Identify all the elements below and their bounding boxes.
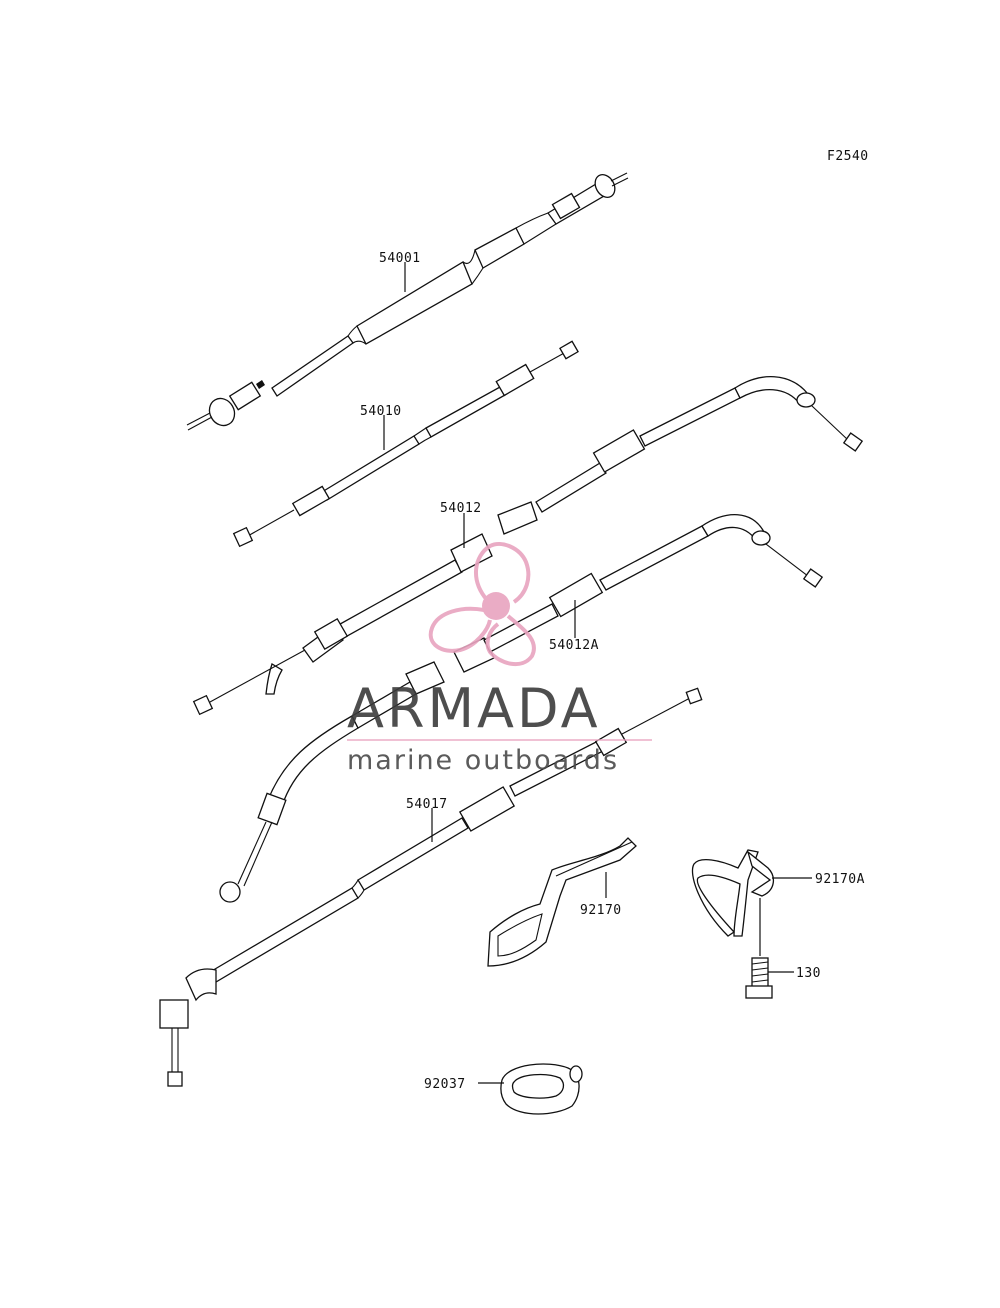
cable-54001 [186,172,629,431]
label-54012: 54012 [440,501,482,516]
propeller-logo [428,542,536,667]
watermark: ARMADA marine outboards [347,542,652,776]
label-92170A: 92170A [815,872,865,887]
label-54017: 54017 [406,797,448,812]
cable-54010 [232,340,579,548]
label-92170: 92170 [580,903,622,918]
label-54012A: 54012A [549,638,599,653]
clamp-92170 [487,837,637,967]
label-92037: 92037 [424,1077,466,1092]
cable-54017 [159,687,703,1087]
bolt-130 [745,898,773,999]
grommet-92037 [500,1063,583,1115]
clamp-92170A [691,849,774,937]
watermark-title: ARMADA [347,677,601,740]
watermark-subtitle: marine outboards [347,745,619,776]
label-54010: 54010 [360,404,402,419]
label-130: 130 [796,966,821,981]
figure-code: F2540 [827,149,869,164]
label-54001: 54001 [379,251,421,266]
cable-54012 [192,376,864,716]
